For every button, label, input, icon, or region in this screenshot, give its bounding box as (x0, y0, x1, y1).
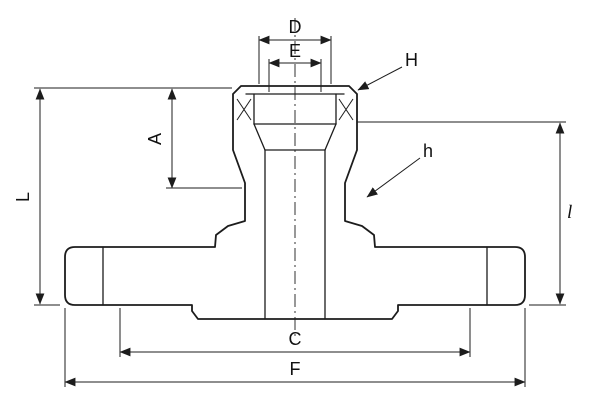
cone-line-right (324, 123, 337, 151)
callout-label-H: H (405, 50, 418, 70)
dimension-L: L (13, 87, 232, 306)
dimension-F: F (64, 308, 526, 387)
thread-mark-right-2 (338, 98, 354, 121)
dimension-A: A (145, 88, 242, 189)
callout-label-h: h (423, 141, 433, 161)
dimension-C: C (119, 308, 471, 357)
dim-label-l: l (567, 202, 572, 223)
cone-line-left (253, 123, 266, 151)
leader-line (357, 66, 403, 91)
callout-H: H (357, 50, 418, 91)
leader-line (366, 157, 421, 198)
dim-label-C: C (289, 329, 302, 349)
dim-label-E: E (289, 41, 301, 61)
dim-label-A: A (145, 133, 165, 145)
dim-label-L: L (13, 192, 33, 202)
dimension-D: D (258, 17, 332, 84)
callout-h: h (366, 141, 433, 198)
thread-mark-left-2 (236, 98, 252, 121)
dimension-E: E (268, 41, 322, 92)
dim-label-F: F (290, 359, 301, 379)
dimension-l: l (357, 121, 572, 306)
dim-label-D: D (289, 17, 302, 37)
